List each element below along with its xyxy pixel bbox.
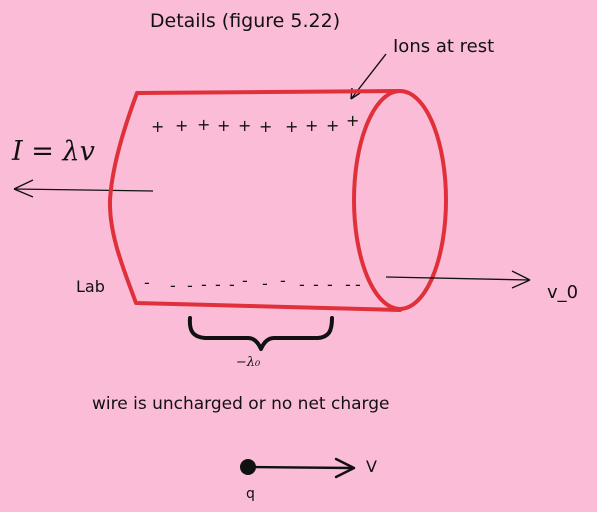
ion-plus: + (326, 116, 339, 135)
charge-minus: - (170, 276, 176, 295)
lab-label: Lab (76, 277, 105, 296)
ion-plus: + (217, 116, 230, 135)
wire-note: wire is uncharged or no net charge (92, 394, 389, 414)
charge-minus: - (242, 271, 248, 290)
charge-minus: - (201, 275, 207, 294)
diagram-title: Details (figure 5.22) (150, 10, 340, 32)
charge-label: q (246, 486, 255, 502)
current-label: I = λv (11, 136, 95, 167)
negative-charges-row: - - - - - - - - - - - - - - (144, 271, 361, 295)
ion-plus: + (197, 115, 210, 134)
curly-brace (187, 316, 334, 351)
charge-arrow-head (334, 457, 356, 479)
ion-plus: + (285, 117, 298, 136)
charge-minus: - (313, 275, 319, 294)
wire-end-ellipse (352, 89, 448, 311)
velocity-arrow-head (511, 270, 531, 289)
charge-minus: - (144, 273, 150, 292)
ion-plus: + (151, 117, 164, 136)
charge-minus: - (355, 275, 361, 294)
current-arrow-shaft (13, 188, 154, 192)
velocity-arrow-shaft (385, 276, 531, 281)
charge-arrow-shaft (247, 465, 353, 470)
ions-label: Ions at rest (393, 36, 494, 57)
charge-velocity-label: V (366, 457, 377, 476)
charge-minus: - (215, 275, 221, 294)
charge-minus: - (299, 275, 305, 294)
positive-ions-row: + + + + + + + + + + (151, 111, 359, 136)
charge-minus: - (280, 271, 286, 290)
ion-plus: + (346, 111, 359, 130)
ion-plus: + (238, 116, 251, 135)
charge-minus: - (327, 275, 333, 294)
lambda-label: −λ₀ (236, 355, 261, 370)
wire-cylinder-body (107, 89, 402, 312)
current-arrow-head (13, 179, 34, 198)
charge-minus: - (345, 275, 351, 294)
charge-minus: - (187, 276, 193, 295)
charge-minus: - (229, 275, 235, 294)
velocity-label: v_0 (547, 282, 578, 303)
ion-plus: + (175, 116, 188, 135)
charge-minus: - (262, 274, 268, 293)
ion-plus: + (259, 117, 272, 136)
ion-plus: + (305, 116, 318, 135)
